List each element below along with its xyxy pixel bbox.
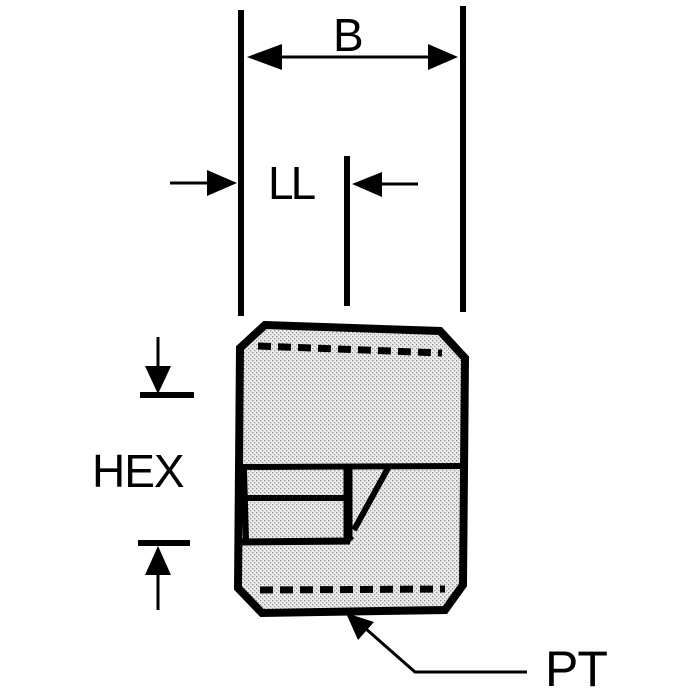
dimension-b — [238, 6, 466, 316]
arrow-left-icon — [247, 44, 282, 70]
thread-line-bottom — [259, 585, 446, 594]
label-b: B — [333, 9, 364, 61]
leader-pt — [364, 626, 527, 674]
label-hex: HEX — [92, 445, 185, 497]
label-ll: LL — [268, 157, 316, 209]
arrow-right-icon — [207, 170, 237, 196]
arrow-down-icon — [145, 366, 171, 394]
dimension-ll — [170, 156, 418, 306]
section-cutaway — [241, 466, 391, 546]
hex-divider — [239, 463, 466, 470]
arrow-right-icon — [428, 44, 458, 70]
fitting-body — [233, 320, 470, 618]
arrow-left-icon — [352, 172, 382, 197]
dimension-pt — [346, 613, 527, 674]
thread-line-top — [257, 342, 443, 357]
arrow-upleft-icon — [346, 613, 374, 640]
label-pt: PT — [545, 641, 608, 697]
arrow-up-icon — [145, 546, 171, 575]
dimension-hex — [138, 337, 194, 610]
